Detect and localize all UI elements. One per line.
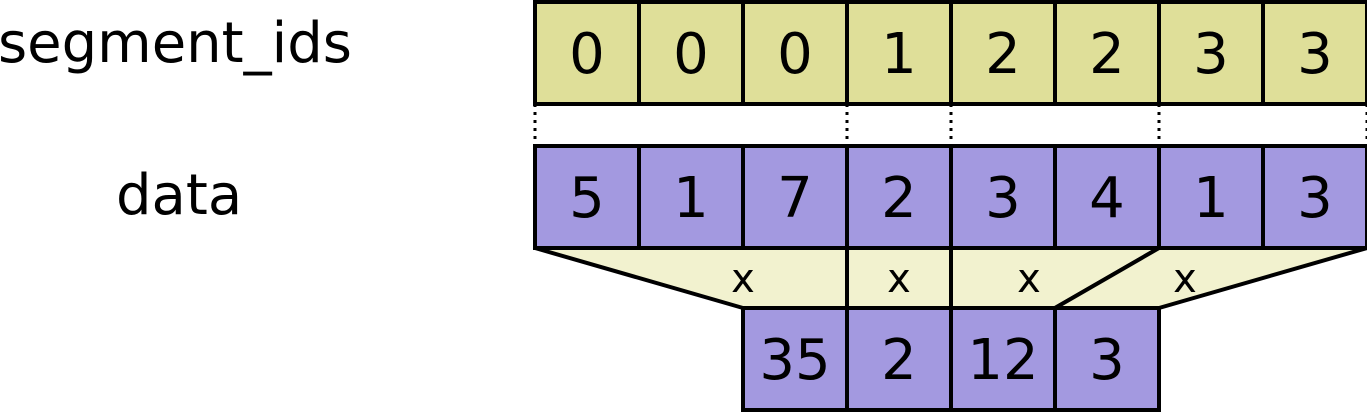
segment-id-value: 2 — [985, 22, 1021, 87]
merge-regions — [533, 246, 1367, 310]
multiply-operator: x — [887, 256, 911, 302]
data-value: 5 — [569, 166, 605, 231]
multiply-operator: x — [1017, 256, 1041, 302]
data-value: 7 — [777, 166, 813, 231]
segment-id-value: 1 — [881, 22, 917, 87]
segment-id-value: 0 — [569, 22, 605, 87]
segment-id-cell — [533, 0, 641, 106]
result-cell — [1053, 306, 1161, 412]
segment-id-value: 0 — [673, 22, 709, 87]
segment-id-cell — [1261, 0, 1367, 106]
segment-id-cell — [949, 0, 1057, 106]
data-value: 4 — [1089, 166, 1125, 231]
segment-id-value: 3 — [1297, 22, 1333, 87]
data-cell — [1157, 144, 1265, 250]
merge-region — [533, 246, 849, 310]
result-value: 2 — [881, 328, 917, 393]
data-value: 2 — [881, 166, 917, 231]
data-cell — [949, 144, 1057, 250]
segment-id-value: 3 — [1193, 22, 1229, 87]
result-value: 35 — [759, 328, 830, 393]
multiply-operator: x — [1173, 256, 1197, 302]
data-value: 1 — [1193, 166, 1229, 231]
segment-id-cell — [1053, 0, 1161, 106]
data-cell — [1053, 144, 1161, 250]
data-label: data — [116, 163, 243, 228]
data-value: 1 — [673, 166, 709, 231]
data-cell — [1261, 144, 1367, 250]
data-cell — [533, 144, 641, 250]
result-row: 35 2 12 3 — [741, 306, 1161, 412]
result-value: 3 — [1089, 328, 1125, 393]
segment-id-value: 2 — [1089, 22, 1125, 87]
result-value: 12 — [967, 328, 1038, 393]
data-value: 3 — [985, 166, 1021, 231]
multiply-operator: x — [731, 256, 755, 302]
segment-boundaries — [533, 104, 1367, 146]
segment-id-cell — [845, 0, 953, 106]
segment-id-cell — [741, 0, 849, 106]
segment-ids-label: segment_ids — [0, 11, 352, 76]
result-cell — [949, 306, 1057, 412]
segment-ids-row: 0 0 0 1 2 2 3 3 — [533, 0, 1367, 106]
result-cell — [845, 306, 953, 412]
data-value: 3 — [1297, 166, 1333, 231]
data-cell — [637, 144, 745, 250]
segment-id-value: 0 — [777, 22, 813, 87]
data-row: 5 1 7 2 3 4 1 3 — [533, 144, 1367, 250]
segment-id-cell — [637, 0, 745, 106]
